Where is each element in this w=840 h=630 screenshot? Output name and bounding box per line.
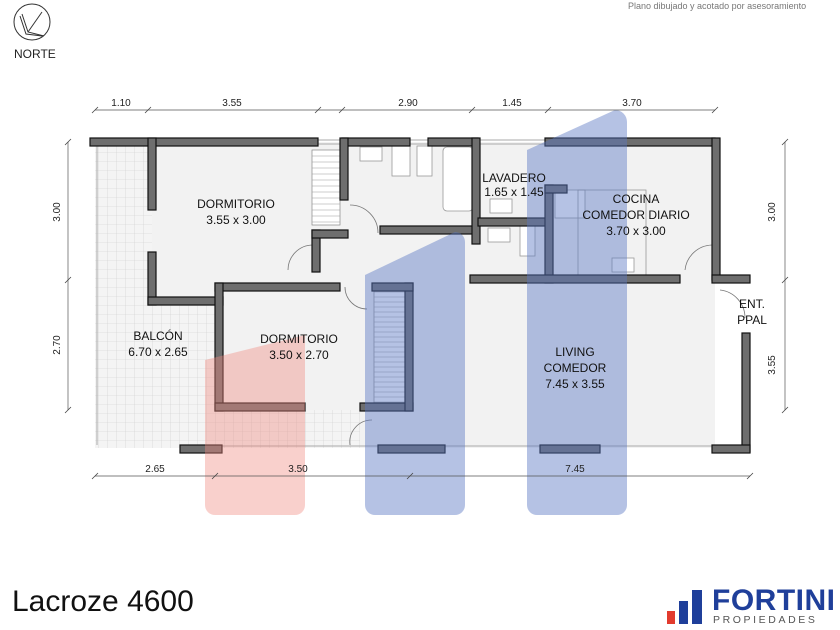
brand-logo-bars-icon bbox=[667, 590, 702, 624]
dim-bottom-0: 2.65 bbox=[145, 464, 165, 475]
property-address: Lacroze 4600 bbox=[12, 585, 194, 618]
dimension-tick bbox=[781, 276, 789, 284]
room-living-size: 7.45 x 3.55 bbox=[545, 377, 605, 391]
room-dormitorio-2-name: DORMITORIO bbox=[260, 332, 338, 346]
dimension-tick bbox=[468, 106, 476, 114]
walls bbox=[89, 137, 751, 454]
dimension-tick bbox=[746, 472, 754, 480]
dim-right-0: 3.00 bbox=[767, 202, 778, 222]
brand-name: FORTINI bbox=[712, 584, 836, 617]
room-cocina-size: 3.70 x 3.00 bbox=[606, 224, 666, 238]
dimension-tick bbox=[211, 472, 219, 480]
dimension-tick bbox=[91, 106, 99, 114]
floor-plan: DORMITORIO 3.55 x 3.00 LAVADERO 1.65 x 1… bbox=[52, 98, 789, 515]
dim-right-1: 3.55 bbox=[767, 355, 778, 375]
dim-bottom-1: 3.50 bbox=[288, 464, 308, 475]
room-lavadero-name: LAVADERO bbox=[482, 171, 546, 185]
dim-top-2: 2.90 bbox=[398, 98, 418, 109]
room-entrada-name2: PPAL bbox=[737, 313, 767, 327]
dimension-tick bbox=[91, 472, 99, 480]
room-dormitorio-2-size: 3.50 x 2.70 bbox=[269, 348, 329, 362]
room-balcon-name: BALCÓN bbox=[133, 328, 182, 343]
dimension-tick bbox=[781, 406, 789, 414]
room-living-name: LIVING bbox=[555, 345, 594, 359]
dimension-tick bbox=[711, 106, 719, 114]
room-living-name2: COMEDOR bbox=[544, 361, 607, 375]
dim-bottom-2: 7.45 bbox=[565, 464, 585, 475]
room-cocina-name2: COMEDOR DIARIO bbox=[582, 208, 689, 222]
overlays bbox=[205, 110, 627, 515]
dim-top-1: 3.55 bbox=[222, 98, 242, 109]
room-lavadero-size: 1.65 x 1.45 bbox=[484, 185, 544, 199]
room-entrada-name: ENT. bbox=[739, 297, 765, 311]
dimension-tick bbox=[544, 106, 552, 114]
dimension-tick bbox=[64, 276, 72, 284]
dim-top-4: 3.70 bbox=[622, 98, 642, 109]
room-dormitorio-1-size: 3.55 x 3.00 bbox=[206, 213, 266, 227]
room-cocina-name: COCINA bbox=[613, 192, 660, 206]
dimension-tick bbox=[406, 472, 414, 480]
dimension-tick bbox=[64, 406, 72, 414]
room-dormitorio-1-name: DORMITORIO bbox=[197, 197, 275, 211]
dim-left-1: 2.70 bbox=[52, 335, 63, 355]
north-label: NORTE bbox=[14, 47, 56, 61]
dimension-tick bbox=[144, 106, 152, 114]
doors bbox=[287, 204, 746, 446]
plan-credit: Plano dibujado y acotado por asesoramien… bbox=[628, 1, 807, 11]
room-balcon-size: 6.70 x 2.65 bbox=[128, 345, 188, 359]
brand-subtitle: PROPIEDADES bbox=[713, 614, 818, 626]
dimension-tick bbox=[338, 106, 346, 114]
dimension-tick bbox=[64, 138, 72, 146]
balcony-tiles bbox=[95, 142, 360, 448]
windows bbox=[96, 139, 712, 447]
compass-north-icon bbox=[13, 3, 51, 41]
dimension-tick bbox=[781, 138, 789, 146]
dimension-ticks bbox=[64, 106, 789, 480]
dim-top-3: 1.45 bbox=[502, 98, 522, 109]
stairs bbox=[311, 149, 406, 405]
dim-top-0: 1.10 bbox=[111, 98, 131, 109]
dimension-lines bbox=[67, 109, 786, 477]
stair-steps bbox=[312, 155, 405, 403]
dimension-tick bbox=[314, 106, 322, 114]
dim-left-0: 3.00 bbox=[52, 202, 63, 222]
